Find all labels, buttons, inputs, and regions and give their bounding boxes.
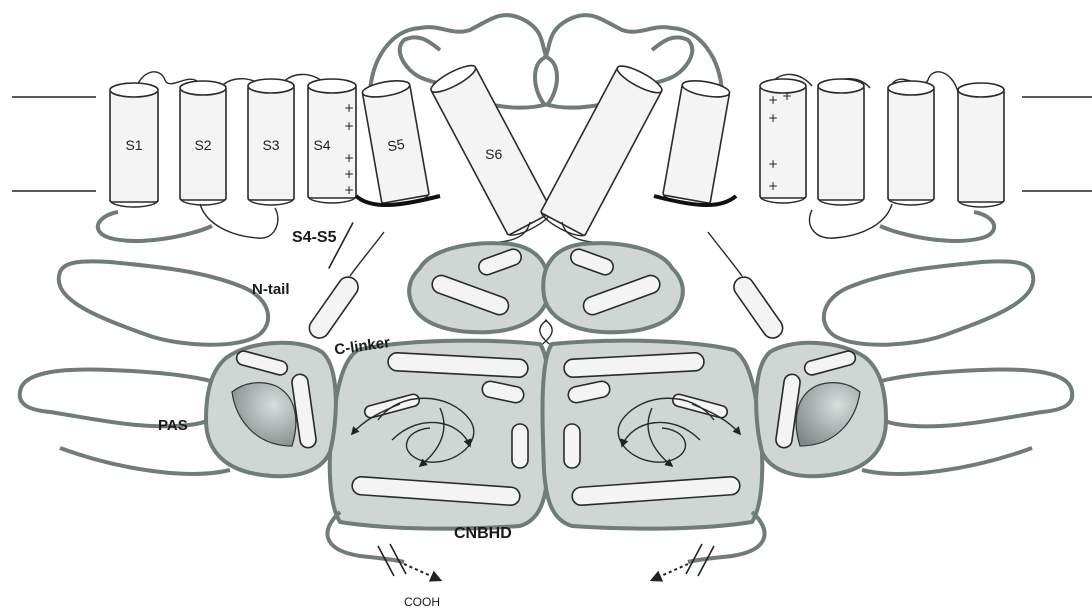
charge-plus: + xyxy=(344,183,354,197)
pore-loops xyxy=(370,15,722,107)
c-tail-arrow-left xyxy=(404,564,440,580)
loop-pas-left xyxy=(20,370,230,427)
loop-lower-right xyxy=(862,448,1032,474)
c-linker-domain-left xyxy=(409,243,549,332)
segment-label-s6: S6 xyxy=(485,146,502,162)
intracellular-loop-s2-s3 xyxy=(200,204,278,238)
c-tail-arrow-right xyxy=(652,564,688,580)
charge-plus: + xyxy=(344,119,354,133)
loop-inner-right xyxy=(880,212,994,241)
charge-plus: + xyxy=(768,111,778,125)
intracellular-loop-right xyxy=(809,204,892,238)
segment-label-s3: S3 xyxy=(262,137,279,153)
helix-s3: S3 xyxy=(248,79,294,205)
label-cooh: COOH xyxy=(404,595,440,609)
helix-s4: S4 + + + + + xyxy=(308,79,356,203)
helix-right-4-voltage-sensor: + + + + + xyxy=(760,79,806,203)
loop-n-region-right xyxy=(824,261,1033,344)
tm-helices-right: + + + + + xyxy=(538,61,1004,240)
charge-plus: + xyxy=(344,167,354,181)
c-linker-domains xyxy=(409,222,683,346)
segment-label-s5: S5 xyxy=(386,136,406,155)
c-linker-domain-right xyxy=(543,243,683,332)
helix-right-5 xyxy=(662,78,731,208)
charge-plus: + xyxy=(768,179,778,193)
loop-s1-s2-inner-left xyxy=(98,212,212,241)
segment-label-s2: S2 xyxy=(194,137,211,153)
segment-label-s1: S1 xyxy=(125,137,142,153)
helix-s5: S5 xyxy=(361,78,430,208)
helix-s2: S2 xyxy=(180,81,226,205)
helix-right-3 xyxy=(818,79,864,205)
loop-pas-right xyxy=(862,370,1072,427)
charge-plus: + xyxy=(344,151,354,165)
helix-right-1 xyxy=(958,83,1004,207)
charge-plus: + xyxy=(768,157,778,171)
loop-lower-left xyxy=(60,448,230,474)
label-n-tail: N-tail xyxy=(252,281,290,298)
n-tail-tether-left xyxy=(350,232,384,276)
tm-helices-left: S1 S2 S3 S4 + + + + + xyxy=(110,61,555,240)
loop-n-region-left xyxy=(59,261,268,344)
n-tail-helix-left xyxy=(305,273,362,342)
label-cnbhd: CNBHD xyxy=(454,525,512,542)
charge-plus: + xyxy=(344,101,354,115)
label-pas: PAS xyxy=(158,417,188,434)
helix-s1: S1 xyxy=(110,83,158,207)
n-tail-helix-right xyxy=(730,273,787,342)
cnbhd-domains xyxy=(330,341,763,529)
charge-plus: + xyxy=(768,93,778,107)
helix-right-2 xyxy=(888,81,934,205)
charge-plus: + xyxy=(782,89,792,103)
label-s4-s5: S4-S5 xyxy=(292,229,337,246)
n-tail-tether-right xyxy=(708,232,742,276)
segment-label-s4: S4 xyxy=(313,137,330,153)
